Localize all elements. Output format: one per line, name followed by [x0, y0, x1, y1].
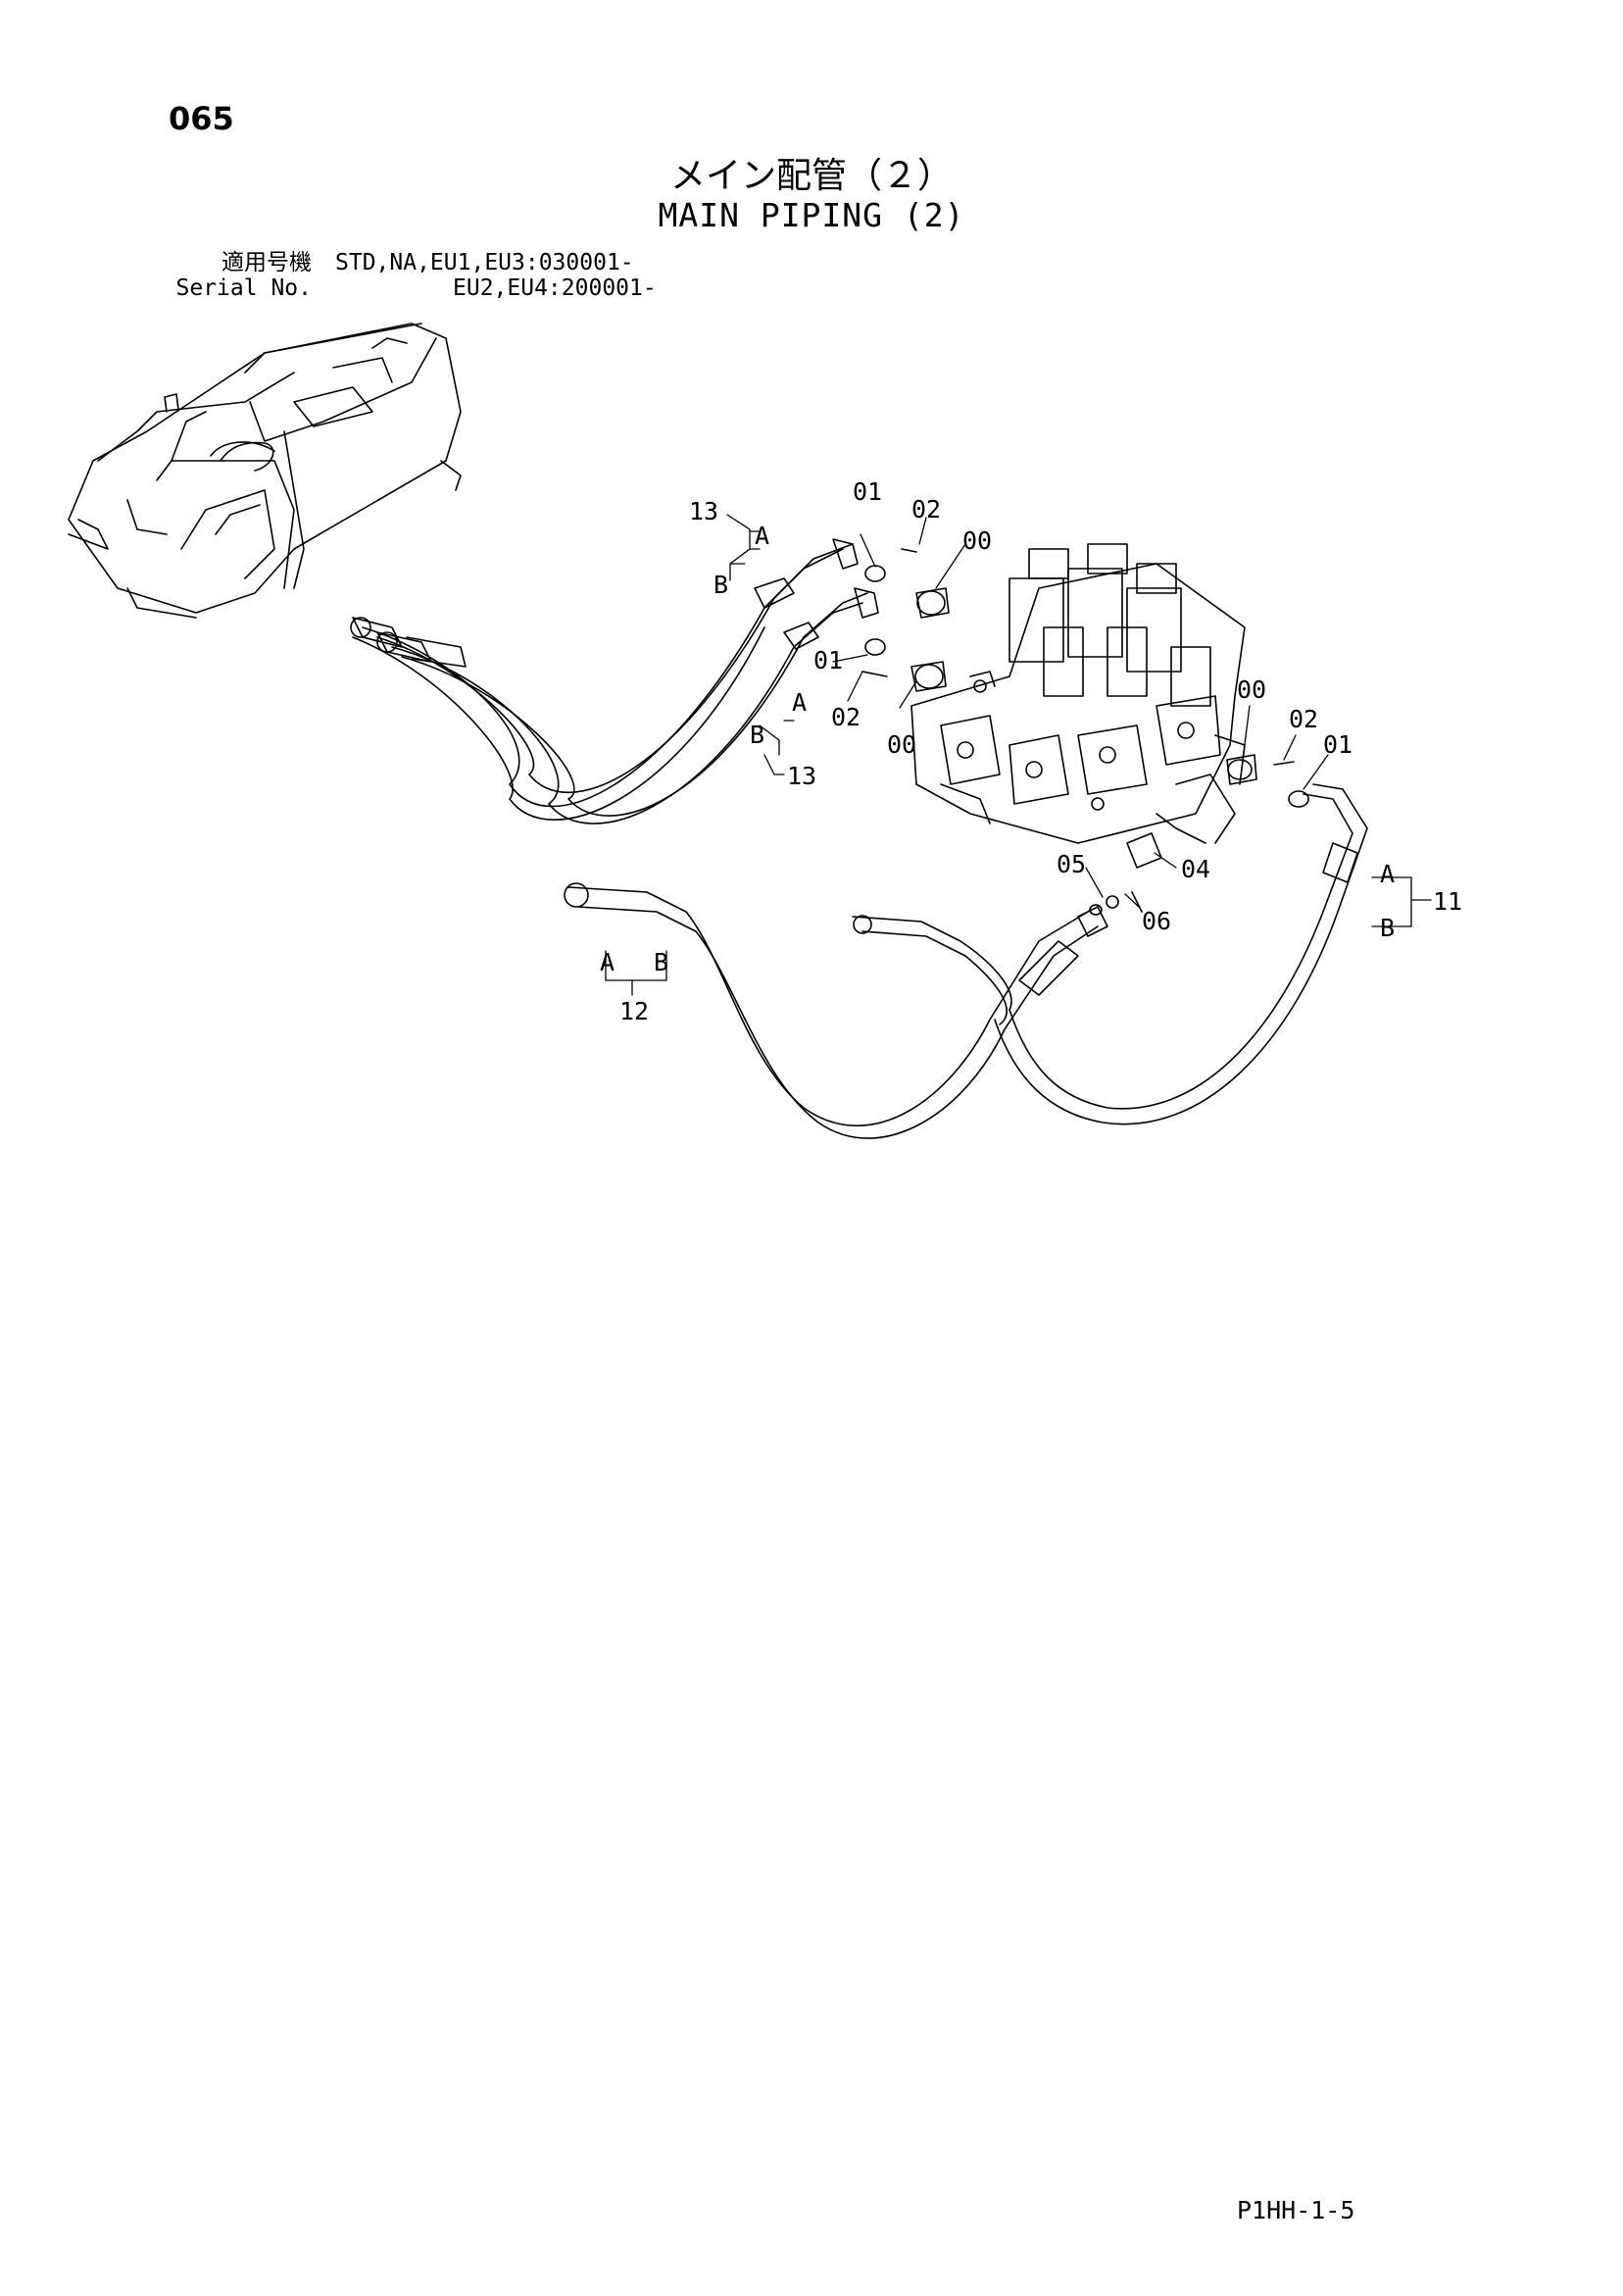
callout-a-top: A	[755, 522, 769, 550]
fittings-04-05-06	[1089, 832, 1162, 916]
callout-00-top: 00	[962, 526, 992, 555]
callout-b-right: B	[1380, 914, 1395, 942]
serial-value-2: EU2,EU4:200001-	[453, 275, 657, 301]
callout-b-mid: B	[750, 721, 764, 749]
control-valve-assembly	[910, 543, 1246, 844]
excavator-overview-drawing	[68, 323, 462, 619]
flange-fittings-right	[1226, 754, 1309, 808]
callout-06: 06	[1142, 907, 1171, 935]
serial-value-1: STD,NA,EU1,EU3:030001-	[335, 250, 634, 275]
callout-labels: 13 A B 01 02 00 01 02 00 A B 13 00 02 01…	[600, 477, 1462, 1025]
callout-01-top: 01	[853, 477, 882, 506]
document-code: P1HH-1-5	[1237, 2196, 1355, 2224]
callout-13-mid: 13	[787, 762, 816, 790]
callout-12: 12	[619, 997, 649, 1025]
callout-01-right: 01	[1323, 730, 1352, 759]
hose-11	[994, 783, 1368, 1125]
callout-00-right: 00	[1237, 675, 1266, 704]
page-number: 065	[169, 100, 234, 137]
callout-a-mid: A	[792, 688, 807, 717]
leader-lines	[605, 514, 1432, 996]
flange-fittings-top	[861, 548, 950, 692]
hose-13-upper	[352, 538, 859, 821]
serial-label-japanese: 適用号機	[221, 250, 312, 275]
callout-13-top: 13	[689, 497, 718, 525]
page-title-english: MAIN PIPING (2)	[658, 196, 965, 234]
callout-04: 04	[1181, 855, 1210, 883]
callout-05: 05	[1057, 850, 1086, 878]
hose-13-lower	[391, 587, 879, 824]
hose-12	[564, 882, 1108, 1139]
callout-a-right: A	[1380, 860, 1395, 888]
serial-label-english: Serial No.	[175, 275, 312, 301]
callout-02-top: 02	[911, 495, 941, 524]
callout-a-left: A	[600, 948, 615, 976]
callout-b-top: B	[713, 571, 728, 599]
callout-02-mid: 02	[831, 703, 861, 731]
hose-13-end-fittings	[350, 617, 467, 668]
page-title-japanese: メイン配管（２）	[669, 156, 953, 196]
callout-01-mid: 01	[813, 646, 843, 674]
serial-applicability: 適用号機 STD,NA,EU1,EU3:030001- Serial No. E…	[155, 250, 657, 301]
callout-00-mid: 00	[887, 730, 916, 759]
callout-b-left: B	[654, 948, 668, 976]
callout-11: 11	[1433, 887, 1462, 916]
callout-02-right: 02	[1289, 705, 1318, 733]
